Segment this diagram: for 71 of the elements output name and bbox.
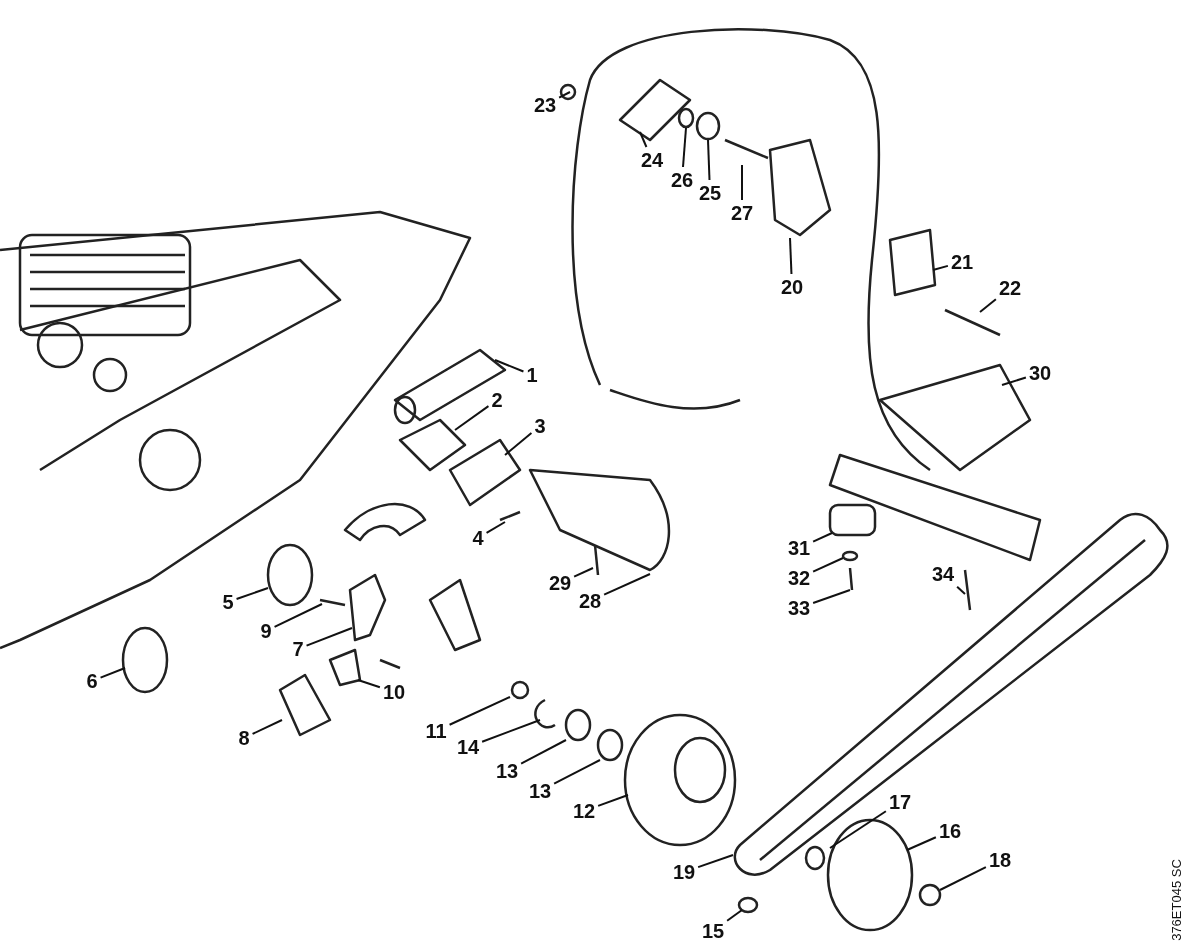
leader-line [939,866,987,891]
leader-line [1001,376,1027,386]
callout-number: 34 [930,563,956,585]
leader-line [305,627,353,647]
callout-number: 18 [987,849,1013,871]
leader-line [553,759,601,785]
leader-line [697,854,734,869]
leader-line [812,532,833,543]
leader-line [956,585,966,595]
callout-number: 17 [887,791,913,813]
callout-number: 10 [381,681,407,703]
leader-line [707,139,711,181]
callout-number: 3 [533,415,547,437]
callout-number: 26 [669,169,695,191]
leader-line [573,567,594,578]
callout-number: 33 [786,597,812,619]
callout-number: 5 [221,591,235,613]
leader-line [829,810,887,849]
callout-number: 31 [786,537,812,559]
leader-line [932,264,949,271]
callout-number: 27 [729,202,755,224]
callout-number: 19 [671,861,697,883]
callout-number: 13 [494,760,520,782]
callout-number: 20 [779,276,805,298]
callout-number: 22 [997,277,1023,299]
callout-number: 6 [85,670,99,692]
callout-number: 24 [639,149,665,171]
callout-number: 12 [571,800,597,822]
callout-number: 13 [527,780,553,802]
leader-line [682,127,687,168]
leader-line [504,432,533,456]
leader-line [357,679,381,689]
leader-line [639,131,648,148]
leader-line [558,91,571,99]
callout-number: 7 [291,638,305,660]
callout-number: 14 [455,736,481,758]
leader-line [454,405,490,431]
leader-line [812,589,851,604]
leader-line [603,573,651,596]
leader-line [99,667,126,679]
callout-number: 15 [700,920,726,942]
callout-number: 11 [424,720,448,742]
callout-number: 16 [937,820,963,842]
callout-number: 23 [532,94,558,116]
drawing-code: 376ET045 SC [1168,859,1184,941]
callout-number: 28 [577,590,603,612]
leader-line [235,587,269,600]
callout-number: 29 [547,572,573,594]
leader-line [481,719,541,743]
callout-number: 32 [786,567,812,589]
callout-number: 8 [237,727,251,749]
leader-line [520,739,567,765]
leader-line [597,794,629,807]
callout-number: 2 [490,389,504,411]
leader-line [273,603,323,628]
leader-line [741,164,743,201]
leader-line [812,557,844,573]
leader-line [979,298,997,313]
leader-line [494,359,525,373]
callout-number: 1 [525,364,539,386]
callout-number: 30 [1027,362,1053,384]
callout-number: 4 [471,527,485,549]
callout-number: 25 [697,182,723,204]
leader-line [726,909,743,922]
callout-number: 21 [949,251,975,273]
leader-line [789,237,793,275]
callout-number: 9 [259,620,273,642]
leader-line [251,719,283,735]
leader-line [485,521,506,534]
leader-line [906,836,937,851]
leader-line [448,696,511,726]
